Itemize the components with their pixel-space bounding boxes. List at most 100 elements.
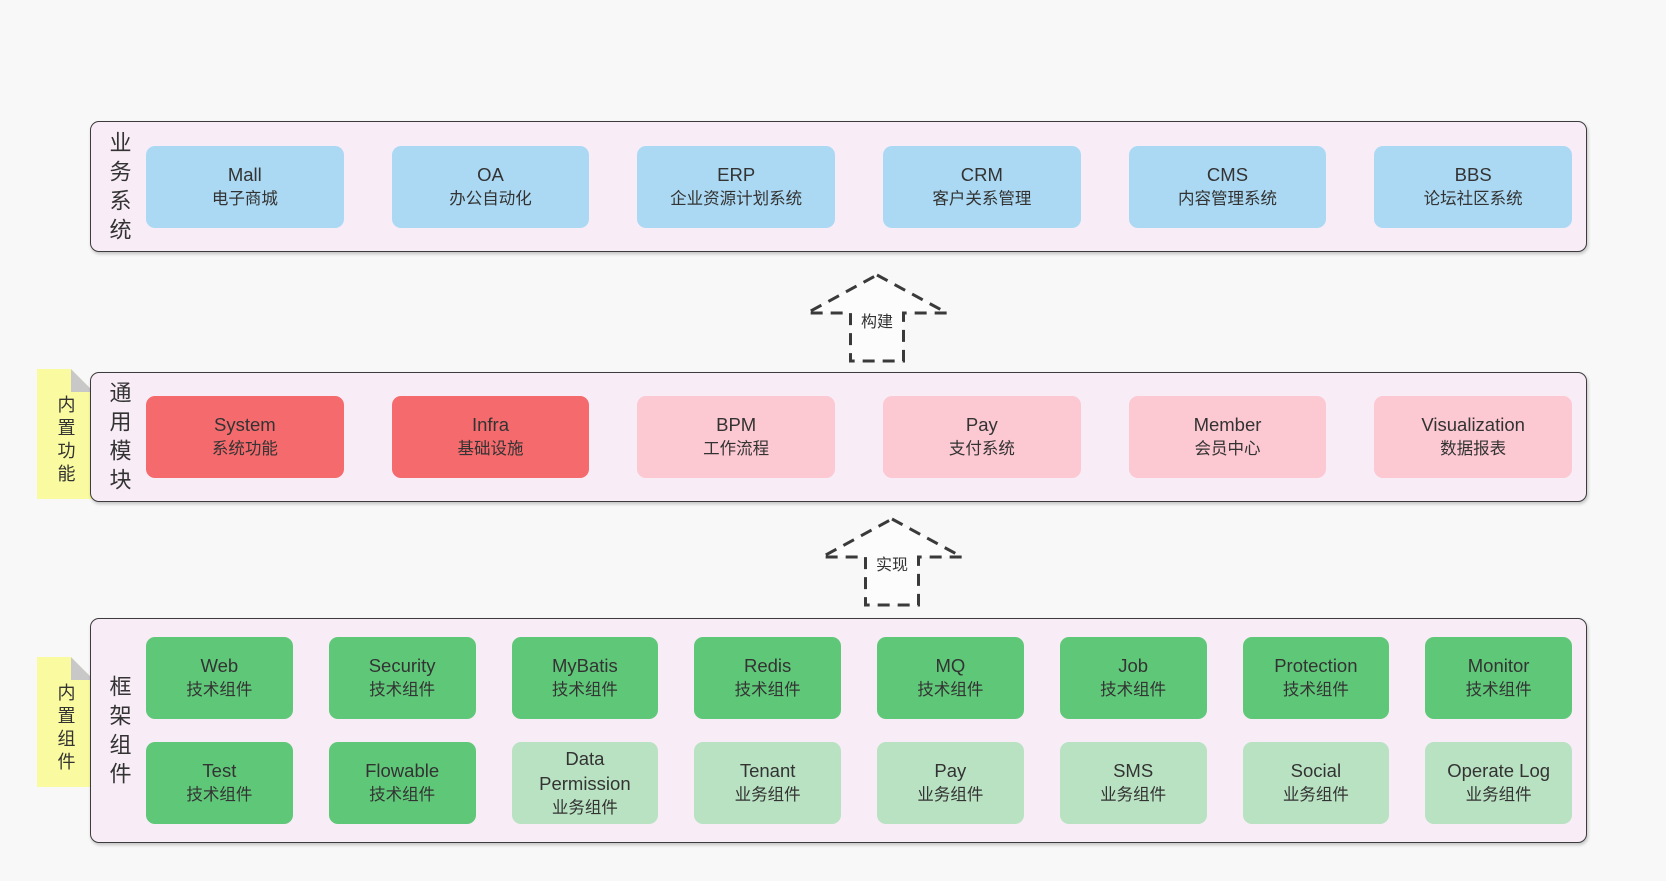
box-title: Test xyxy=(202,760,237,781)
box-title: MQ xyxy=(935,655,966,676)
box-subtitle: 论坛社区系统 xyxy=(1423,189,1523,208)
box-subtitle: 办公自动化 xyxy=(449,189,532,208)
box-tenant: Tenant 业务组件 xyxy=(694,742,841,824)
box-title: Monitor xyxy=(1467,655,1530,676)
box-operate-log: Operate Log 业务组件 xyxy=(1425,742,1572,824)
box-title: ERP xyxy=(717,163,756,185)
box-title: Flowable xyxy=(365,760,440,781)
box-title: Visualization xyxy=(1421,414,1525,435)
box-subtitle: 支付系统 xyxy=(948,440,1015,458)
box-sms: SMS 业务组件 xyxy=(1059,742,1207,824)
box-mybatis: MyBatis 技术组件 xyxy=(511,637,659,719)
box-title: Mall xyxy=(227,163,262,185)
box-data-permission: Data Permission 业务组件 xyxy=(511,742,659,824)
box-infra: Infra 基础设施 xyxy=(391,396,590,478)
box-protection: Protection 技术组件 xyxy=(1242,637,1390,719)
layer-framework-components: 框架组件 Web 技术组件 Security 技术组件 MyBatis 技术组件… xyxy=(90,618,1587,843)
box-system: System 系统功能 xyxy=(146,396,344,478)
box-mq: MQ 技术组件 xyxy=(877,637,1024,719)
box-subtitle: 技术组件 xyxy=(369,786,436,804)
box-title: Infra xyxy=(471,414,509,435)
box-crm: CRM 客户关系管理 xyxy=(883,145,1081,228)
box-title: CRM xyxy=(960,163,1003,185)
box-visualization: Visualization 数据报表 xyxy=(1374,396,1572,478)
box-monitor: Monitor 技术组件 xyxy=(1425,637,1572,719)
arrow-implement: 实现 xyxy=(819,515,965,609)
tab-label: 内置功能 xyxy=(55,395,76,487)
layer-content: Mall 电子商城 OA 办公自动化 ERP 企业资源计划系统 CRM 客户关系… xyxy=(146,122,1572,251)
box-test: Test 技术组件 xyxy=(146,742,293,824)
tab-label: 内置组件 xyxy=(55,683,76,775)
box-title: BPM xyxy=(716,414,757,435)
box-title: Web xyxy=(200,655,239,676)
box-security: Security 技术组件 xyxy=(328,637,476,719)
layer-label: 业务系统 xyxy=(106,130,132,247)
box-subtitle: 内容管理系统 xyxy=(1177,189,1277,208)
box-job: Job 技术组件 xyxy=(1059,637,1207,719)
box-subtitle: 技术组件 xyxy=(186,786,253,804)
arrow-label: 构建 xyxy=(857,308,897,332)
box-subtitle: 业务组件 xyxy=(917,786,984,804)
box-title: Pay xyxy=(965,414,998,435)
box-mall: Mall 电子商城 xyxy=(146,145,344,228)
box-subtitle: 系统功能 xyxy=(211,440,278,458)
box-subtitle: 技术组件 xyxy=(186,681,253,699)
box-title: MyBatis xyxy=(551,655,618,676)
box-subtitle: 企业资源计划系统 xyxy=(670,189,803,208)
box-title: Protection xyxy=(1274,655,1358,676)
box-title: CMS xyxy=(1206,163,1249,185)
tab-builtin-components: 内置组件 xyxy=(37,657,94,787)
box-subtitle: 技术组件 xyxy=(1282,681,1349,699)
box-subtitle: 业务组件 xyxy=(1100,786,1167,804)
box-subtitle: 技术组件 xyxy=(734,681,801,699)
box-flowable: Flowable 技术组件 xyxy=(328,742,476,824)
box-subtitle: 工作流程 xyxy=(703,440,770,458)
box-title: Job xyxy=(1118,655,1149,676)
box-subtitle: 会员中心 xyxy=(1194,440,1261,458)
box-bpm: BPM 工作流程 xyxy=(637,396,835,478)
layer-label: 框架组件 xyxy=(106,674,132,791)
box-subtitle: 电子商城 xyxy=(211,189,278,208)
box-title: Data Permission xyxy=(539,747,631,794)
box-subtitle: 业务组件 xyxy=(734,786,801,804)
box-pay: Pay 支付系统 xyxy=(883,396,1081,478)
box-subtitle: 数据报表 xyxy=(1440,440,1507,458)
box-subtitle: 业务组件 xyxy=(551,798,618,817)
box-oa: OA 办公自动化 xyxy=(391,145,590,228)
box-erp: ERP 企业资源计划系统 xyxy=(637,145,835,228)
box-title: Security xyxy=(368,655,436,676)
layer-label: 通用模块 xyxy=(106,381,132,497)
box-pay-component: Pay 业务组件 xyxy=(877,742,1024,824)
box-social: Social 业务组件 xyxy=(1242,742,1390,824)
layer-common-modules: 通用模块 System 系统功能 Infra 基础设施 BPM 工作流程 Pay… xyxy=(90,372,1587,502)
box-subtitle: 技术组件 xyxy=(1100,681,1167,699)
box-title: Tenant xyxy=(739,760,796,781)
box-redis: Redis 技术组件 xyxy=(694,637,841,719)
box-subtitle: 业务组件 xyxy=(1465,786,1532,804)
box-subtitle: 业务组件 xyxy=(1282,786,1349,804)
box-title: Member xyxy=(1193,414,1262,435)
box-title: Redis xyxy=(743,655,792,676)
box-title: Pay xyxy=(934,760,967,781)
box-subtitle: 技术组件 xyxy=(1465,681,1532,699)
box-title: System xyxy=(213,414,276,435)
box-subtitle: 技术组件 xyxy=(917,681,984,699)
box-subtitle: 基础设施 xyxy=(457,440,524,458)
tab-builtin-features: 内置功能 xyxy=(37,369,94,499)
box-member: Member 会员中心 xyxy=(1128,396,1327,478)
box-subtitle: 技术组件 xyxy=(551,681,618,699)
box-subtitle: 技术组件 xyxy=(369,681,436,699)
box-web: Web 技术组件 xyxy=(146,637,293,719)
box-subtitle: 客户关系管理 xyxy=(932,189,1032,208)
box-bbs: BBS 论坛社区系统 xyxy=(1374,145,1572,228)
arrow-label: 实现 xyxy=(872,551,912,575)
box-title: Operate Log xyxy=(1447,760,1551,781)
box-title: OA xyxy=(477,163,504,185)
layer-content: Web 技术组件 Security 技术组件 MyBatis 技术组件 Redi… xyxy=(146,619,1572,842)
box-title: SMS xyxy=(1113,760,1154,781)
arrow-build: 构建 xyxy=(804,272,950,364)
layer-business-systems: 业务系统 Mall 电子商城 OA 办公自动化 ERP 企业资源计划系统 CRM… xyxy=(90,121,1587,252)
layer-content: System 系统功能 Infra 基础设施 BPM 工作流程 Pay 支付系统… xyxy=(146,373,1572,501)
box-title: Social xyxy=(1290,760,1342,781)
